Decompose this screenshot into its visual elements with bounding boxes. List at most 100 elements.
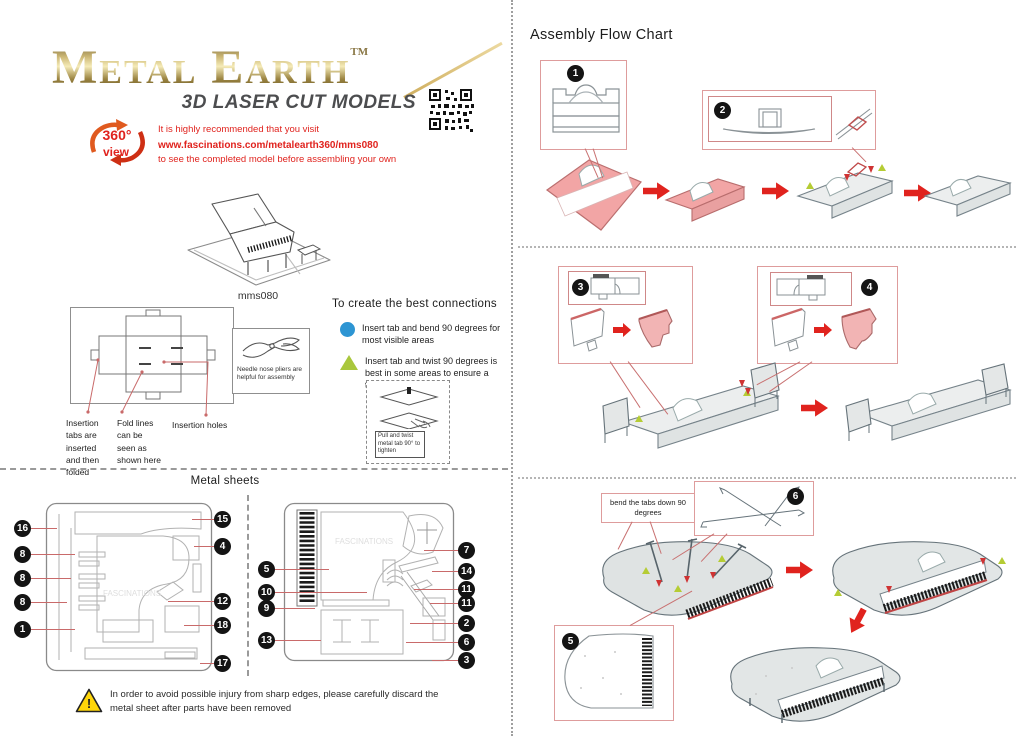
part-badge-15: 15 — [214, 511, 231, 528]
metal-earth-logo: Metal EarthTM — [52, 44, 368, 92]
part-badge-6: 6 — [458, 634, 475, 651]
leader-line — [432, 571, 458, 573]
leader-line — [194, 546, 214, 548]
final-piano — [730, 647, 901, 723]
bend-note-text: bend the tabs down 90 degrees — [610, 498, 686, 517]
flow-chart-title: Assembly Flow Chart — [530, 27, 673, 43]
logo-trademark: TM — [350, 46, 369, 58]
leader-line — [410, 623, 458, 625]
part-badge-12: 12 — [214, 593, 231, 610]
metal-sheet-1: FASCINATIONS — [45, 502, 213, 672]
leader-line — [275, 592, 367, 594]
step3-part-flat — [590, 274, 640, 300]
row-divider — [518, 246, 1016, 248]
stage4-complete — [923, 175, 1012, 217]
body-complete — [845, 363, 1012, 441]
leader-line — [275, 569, 329, 571]
tab-diagram-leaders — [86, 358, 209, 417]
tighten-note: Pull and twist metal tab 90° to tighten — [375, 431, 425, 458]
step6-box: 6 — [694, 481, 814, 536]
right-page: Assembly Flow Chart 1 — [510, 0, 1024, 736]
tighten-diagram — [379, 387, 439, 429]
flow-arrow — [786, 561, 813, 579]
step4-box: 4 — [757, 266, 898, 364]
leader-line — [31, 554, 75, 556]
step4-fold-demo — [771, 307, 877, 352]
step-badge-6: 6 — [787, 488, 804, 505]
step-badge-3: 3 — [572, 279, 589, 296]
part-badge-16: 16 — [14, 520, 31, 537]
sheet-divider — [247, 495, 249, 676]
step2-part-folded — [835, 108, 873, 140]
tab-diagram — [90, 309, 216, 400]
logo-title: Metal Earth — [52, 41, 351, 94]
model-code: mms080 — [237, 290, 279, 302]
page-divider — [511, 0, 513, 736]
step3-box: 3 — [558, 266, 693, 364]
leader-line — [184, 625, 214, 627]
leader-line — [31, 629, 75, 631]
row-divider — [518, 477, 1016, 479]
piano-with-keyboard — [832, 541, 1006, 616]
left-section-divider — [0, 468, 508, 470]
label-fold-lines: Fold lines can be seen as shown here — [117, 418, 161, 465]
step5-lid-part — [564, 633, 654, 709]
svg-text:!: ! — [87, 696, 91, 711]
pliers-box: Needle nose pliers are helpful for assem… — [232, 328, 310, 394]
step2-part-flat — [722, 108, 816, 135]
left-page: Metal EarthTM 3D LASER CUT MODELS — [0, 0, 510, 736]
view-label: view — [103, 145, 130, 159]
part-badge-9: 9 — [258, 600, 275, 617]
body-assembly — [602, 362, 780, 449]
leader-line — [31, 578, 71, 580]
leader-line — [31, 528, 57, 530]
part-badge-8b: 8 — [14, 570, 31, 587]
step3-inner-box: 3 — [568, 271, 646, 305]
sheet1-watermark: FASCINATIONS — [103, 589, 161, 598]
part-badge-1: 1 — [14, 621, 31, 638]
bend-note-box: bend the tabs down 90 degrees — [601, 493, 695, 523]
part-badge-11a: 11 — [458, 581, 475, 598]
flow-arrow — [762, 182, 789, 200]
connections-title: To create the best connections — [332, 298, 497, 310]
stage1-flat-part — [545, 159, 642, 231]
flow-arrow — [801, 399, 828, 417]
step2-inner-box: 2 — [708, 96, 832, 142]
recommendation-text: It is highly recommended that you visit … — [158, 123, 438, 168]
part-badge-8a: 8 — [14, 546, 31, 563]
blue-circle-marker — [340, 322, 355, 337]
360-view-icon: 360° view — [90, 119, 145, 166]
part-badge-4: 4 — [214, 538, 231, 555]
part-badge-18: 18 — [214, 617, 231, 634]
warning-icon: ! — [75, 688, 103, 713]
recommendation-line1: It is highly recommended that you visit — [158, 124, 320, 135]
completed-model-figure — [187, 193, 331, 286]
recommendation-url: www.fascinations.com/metalearth360/mms08… — [158, 139, 379, 151]
leader-line — [200, 663, 214, 665]
warning-text: In order to avoid possible injury from s… — [110, 689, 439, 714]
leader-line — [430, 603, 458, 605]
leader-line — [275, 640, 321, 642]
qr-code — [427, 87, 475, 133]
leader-line — [275, 608, 315, 610]
leader-line — [406, 642, 458, 644]
metal-sheets-title: Metal sheets — [190, 475, 260, 487]
part-badge-10: 10 — [258, 584, 275, 601]
leader-line — [31, 602, 67, 604]
green-triangle-marker — [340, 355, 358, 370]
step2-box: 2 — [702, 90, 876, 150]
stage2-folded-part — [664, 178, 746, 222]
step3-fold-demo — [570, 307, 673, 352]
sheet2-watermark: FASCINATIONS — [335, 537, 393, 546]
label-insertion-holes: Insertion holes — [172, 420, 228, 430]
part-badge-11b: 11 — [458, 595, 475, 612]
part-badge-13: 13 — [258, 632, 275, 649]
part-badge-14: 14 — [458, 563, 475, 580]
recommendation-line3: to see the completed model before assemb… — [158, 154, 397, 166]
step-badge-1: 1 — [567, 65, 584, 82]
leader-line — [432, 660, 458, 662]
label-insertion-tabs: Insertion tabs are inserted and then fol… — [66, 418, 100, 478]
tighten-diagram-box: Pull and twist metal tab 90° to tighten — [366, 380, 450, 464]
logo-subtitle: 3D LASER CUT MODELS — [181, 92, 416, 113]
